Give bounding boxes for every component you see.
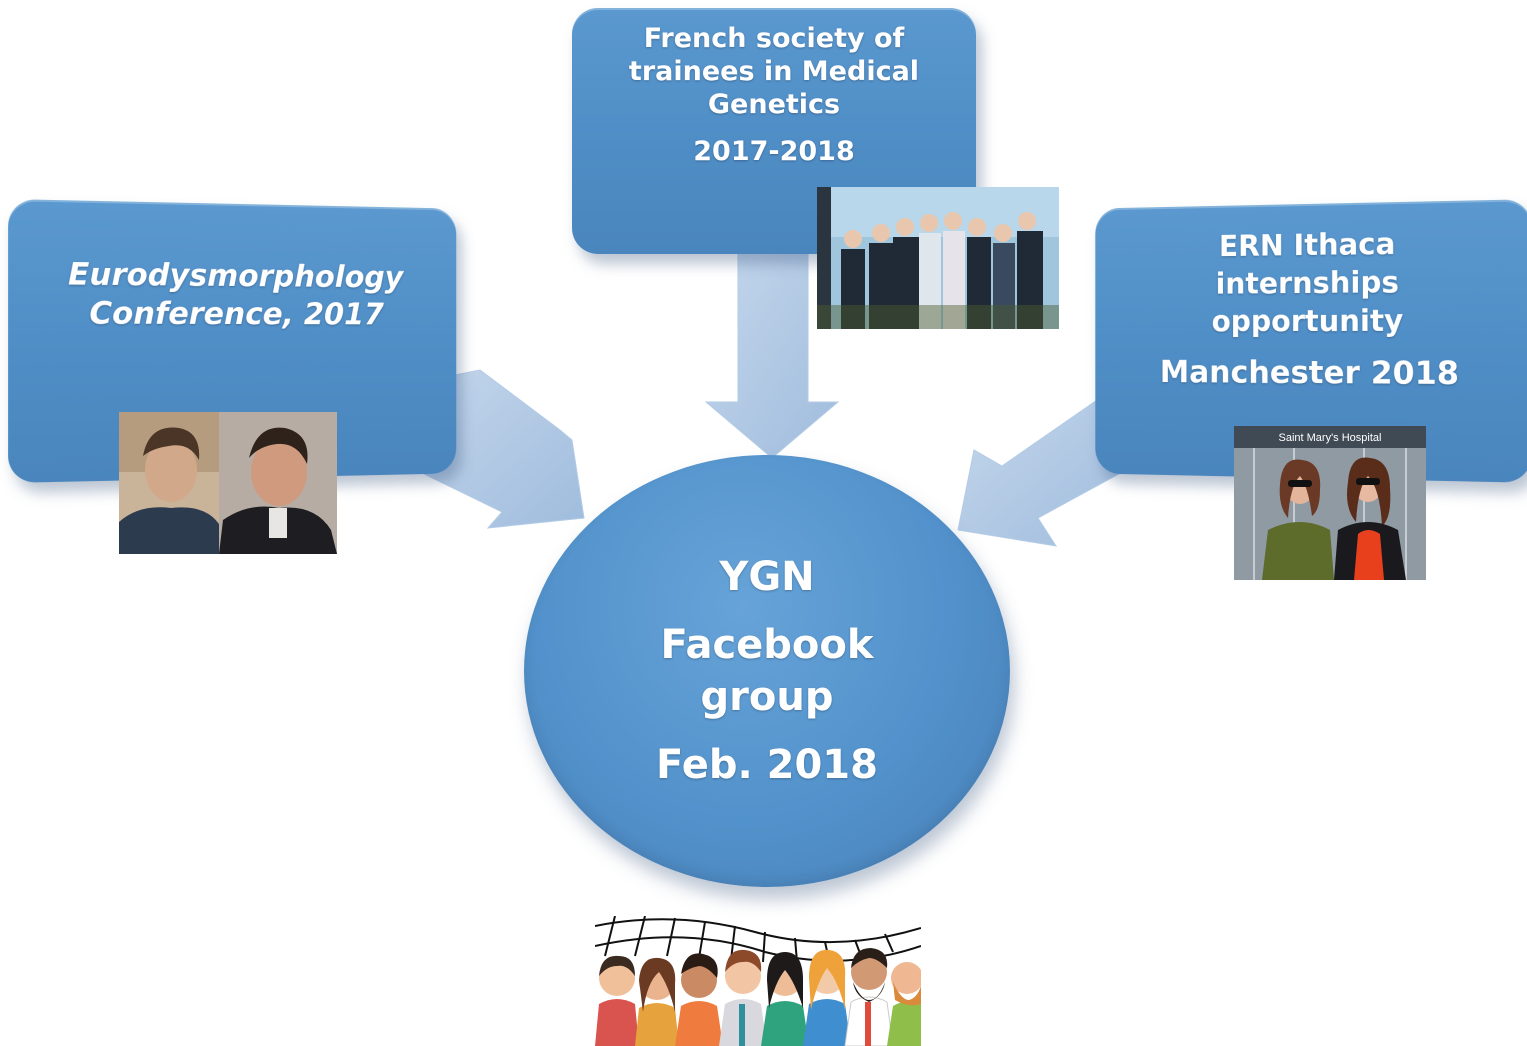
node-top-line2: trainees in Medical <box>629 55 919 88</box>
portrait-photos-image <box>119 412 337 554</box>
node-right-line3: opportunity <box>1212 301 1404 340</box>
node-center-line1: YGN <box>719 551 814 603</box>
people-illustration-image <box>595 916 921 1046</box>
node-right-line1: ERN Ithaca <box>1219 224 1395 265</box>
node-center-line4: Feb. 2018 <box>656 739 878 791</box>
node-center-line3: group <box>701 671 834 723</box>
node-right-line2: internships <box>1216 263 1399 303</box>
node-right-year: Manchester 2018 <box>1160 354 1459 394</box>
node-top-line1: French society of <box>644 22 905 55</box>
node-ygn-facebook-group: YGN Facebook group Feb. 2018 <box>524 455 1010 887</box>
hospital-photo-image: Saint Mary's Hospital <box>1234 426 1426 580</box>
group-photo-image <box>817 187 1059 329</box>
node-top-year: 2017-2018 <box>693 135 855 168</box>
node-left-line1: Eurodysmorphology <box>68 256 403 297</box>
node-center-line2: Facebook <box>660 619 873 671</box>
hospital-sign-text: Saint Mary's Hospital <box>1279 432 1382 444</box>
node-top-line3: Genetics <box>708 88 840 121</box>
node-left-line2: Conference, 2017 <box>89 295 384 334</box>
